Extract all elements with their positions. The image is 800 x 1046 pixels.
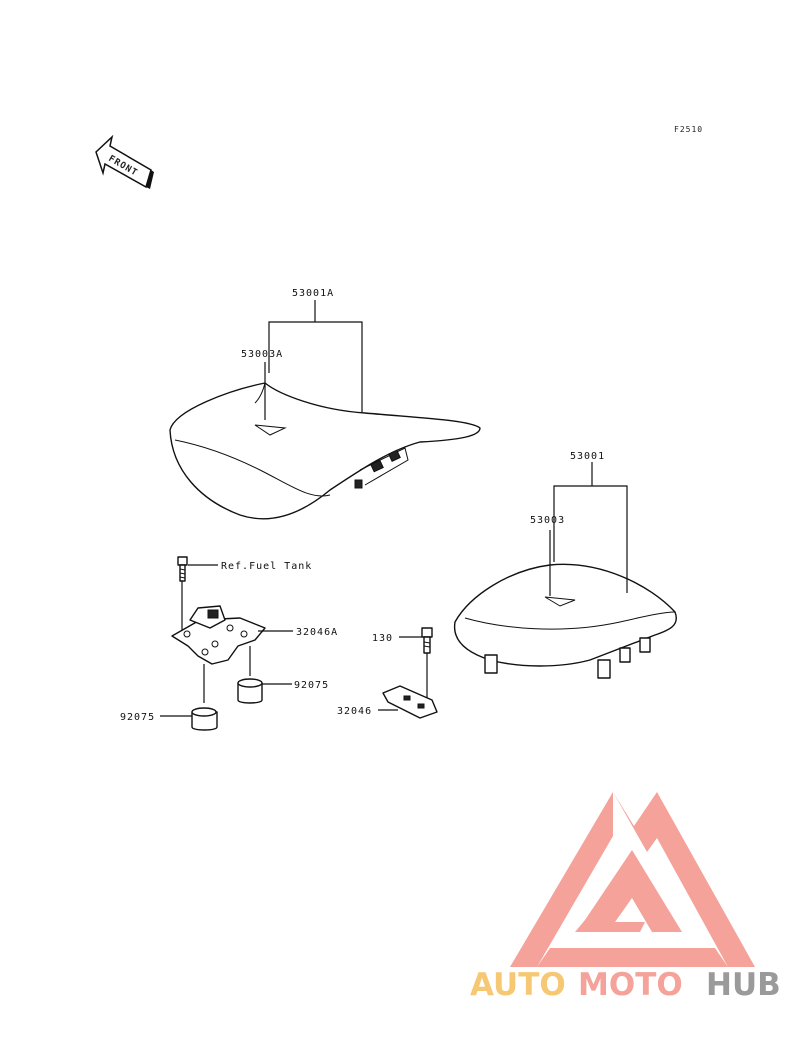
leader-53001 — [553, 485, 628, 593]
callout-53003A: 53003A — [241, 349, 283, 360]
callout-130: 130 — [372, 633, 393, 644]
logo-word-moto: MOTO — [578, 967, 683, 1003]
front-direction-arrow-icon: FRONT — [95, 134, 154, 189]
callout-32046: 32046 — [337, 706, 372, 717]
figure-code: F2510 — [674, 125, 703, 134]
logo-word-hub: HUB — [706, 967, 781, 1003]
callout-53001: 53001 — [570, 451, 605, 462]
front-seat-drawing — [169, 382, 481, 520]
callout-53001A: 53001A — [292, 288, 334, 299]
automotohub-logo: AUTO MOTO HUB — [470, 792, 781, 1003]
callout-92075-left: 92075 — [120, 712, 155, 723]
callout-ref-fuel-tank: Ref.Fuel Tank — [221, 561, 312, 572]
callout-53003: 53003 — [530, 515, 565, 526]
rear-seat-drawing — [453, 563, 677, 679]
callout-92075-right: 92075 — [294, 680, 329, 691]
callout-32046A: 32046A — [296, 627, 338, 638]
rear-bracket-drawing — [382, 627, 438, 719]
front-bracket-drawing — [171, 556, 266, 731]
logo-word-auto: AUTO — [470, 967, 566, 1003]
